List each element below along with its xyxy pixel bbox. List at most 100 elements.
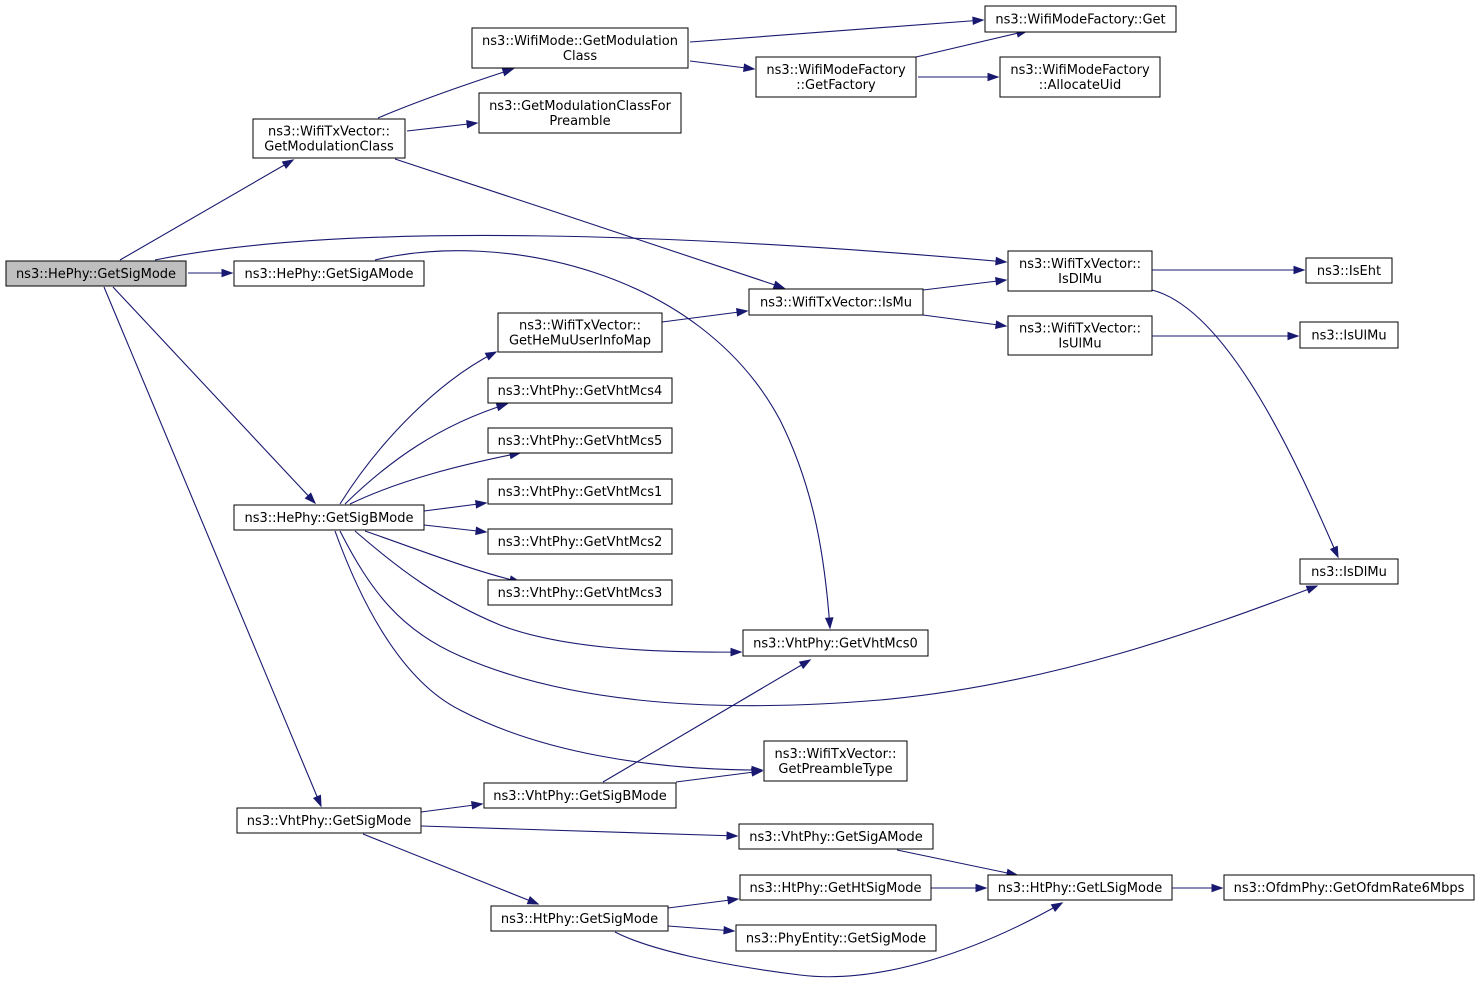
- node-label: ns3::HtPhy::GetHtSigMode: [749, 881, 921, 896]
- node-ns3-phyentity-getsigmode[interactable]: ns3::PhyEntity::GetSigMode: [735, 924, 937, 952]
- edge-ns3-hephy-getsigbmode-to-ns3-wifitxvector-gethemuuserinfomap: [339, 351, 498, 505]
- edge-line: [602, 659, 811, 783]
- edge-ns3-vhtphy-getsigmode-to-ns3-htphy-getsigmode: [362, 833, 540, 905]
- edge-ns3-vhtphy-getsigbmode-to-ns3-wifitxvector-getpreambletype: [675, 768, 764, 783]
- node-ns3-vhtphy-getvhtmcs2[interactable]: ns3::VhtPhy::GetVhtMcs2: [487, 528, 673, 555]
- node-ns3-wifitxvector-isulmu[interactable]: ns3::WifiTxVector::IsUlMu: [1007, 315, 1153, 356]
- node-ns3-wifimodefactory-allocateuid[interactable]: ns3::WifiModeFactory::AllocateUid: [999, 56, 1161, 98]
- node-box: [987, 874, 1173, 901]
- arrowhead-icon: [727, 896, 740, 905]
- node-label: ns3::OfdmPhy::GetOfdmRate6Mbps: [1234, 881, 1465, 896]
- node-label: ns3::VhtPhy::GetVhtMcs4: [498, 384, 663, 399]
- arrowhead-icon: [726, 831, 739, 840]
- arrowhead-icon: [1050, 902, 1064, 912]
- node-label: ns3::PhyEntity::GetSigMode: [746, 932, 926, 947]
- node-box: [1305, 257, 1393, 284]
- edge-line: [689, 60, 755, 70]
- node-ns3-vhtphy-getvhtmcs4[interactable]: ns3::VhtPhy::GetVhtMcs4: [487, 377, 673, 404]
- node-box: [984, 5, 1177, 33]
- node-ns3-isdlmu[interactable]: ns3::IsDlMu: [1299, 558, 1399, 585]
- node-label: ns3::IsDlMu: [1311, 565, 1387, 580]
- node-ns3-vhtphy-getvhtmcs5[interactable]: ns3::VhtPhy::GetVhtMcs5: [487, 427, 673, 454]
- node-label: ns3::IsEht: [1317, 264, 1381, 279]
- edge-ns3-hephy-getsigbmode-to-ns3-vhtphy-getvhtmcs0: [354, 530, 743, 657]
- edge-line: [915, 30, 1028, 58]
- arrowhead-icon: [281, 159, 295, 169]
- edge-line: [344, 403, 508, 505]
- node-box: [490, 905, 669, 932]
- node-ns3-vhtphy-getsigamode[interactable]: ns3::VhtPhy::GetSigAMode: [738, 823, 934, 850]
- node-ns3-htphy-getsigmode[interactable]: ns3::HtPhy::GetSigMode: [490, 905, 669, 932]
- node-box: [233, 260, 425, 287]
- node-box: [236, 807, 422, 834]
- node-label: Class: [563, 49, 597, 64]
- node-ns3-wifitxvector-getpreambletype[interactable]: ns3::WifiTxVector::GetPreambleType: [763, 740, 908, 782]
- node-ns3-hephy-getsigamode[interactable]: ns3::HePhy::GetSigAMode: [233, 260, 425, 287]
- arrowhead-icon: [312, 794, 322, 808]
- node-box: [738, 823, 934, 850]
- node-ns3-wifitxvector-gethemuuserinfomap[interactable]: ns3::WifiTxVector::GetHeMuUserInfoMap: [497, 312, 663, 353]
- edge-ns3-vhtphy-getsigmode-to-ns3-vhtphy-getsigbmode: [420, 801, 484, 813]
- node-label: GetModulationClass: [264, 140, 394, 155]
- edge-line: [112, 286, 316, 504]
- node-label: ns3::HtPhy::GetSigMode: [501, 912, 658, 927]
- edge-line: [119, 159, 294, 261]
- edge-ns3-wifitxvector-isulmu-to-ns3-isulmu: [1152, 331, 1300, 341]
- edge-ns3-htphy-getsigmode-to-ns3-htphy-getlsigmode: [614, 902, 1064, 978]
- edge-ns3-hephy-getsigbmode-to-ns3-vhtphy-getvhtmcs1: [423, 500, 488, 512]
- node-box: [999, 56, 1161, 98]
- node-label: ns3::VhtPhy::GetVhtMcs2: [498, 535, 663, 550]
- edge-ns3-hephy-getsigmode-to-ns3-vhtphy-getsigmode: [103, 286, 322, 808]
- node-ns3-vhtphy-getsigbmode[interactable]: ns3::VhtPhy::GetSigBMode: [483, 782, 677, 809]
- node-ns3-isulmu[interactable]: ns3::IsUlMu: [1299, 321, 1399, 349]
- arrowhead-icon: [987, 72, 1000, 82]
- node-ns3-hephy-getsigbmode[interactable]: ns3::HePhy::GetSigBMode: [233, 504, 425, 531]
- node-label: ns3::VhtPhy::GetVhtMcs3: [498, 586, 663, 601]
- node-box: [742, 629, 929, 657]
- node-ns3-htphy-getlsigmode[interactable]: ns3::HtPhy::GetLSigMode: [987, 874, 1173, 901]
- node-ns3-wifimodefactory-getfactory[interactable]: ns3::WifiModeFactory::GetFactory: [755, 56, 917, 98]
- edge-ns3-wifitxvector-getmodulationclass-to-ns3-getmodulationclassforpreamble: [406, 119, 479, 132]
- node-box: [487, 427, 673, 454]
- node-ns3-wifimode-getmodulationclass[interactable]: ns3::WifiMode::GetModulationClass: [471, 27, 689, 69]
- node-box: [763, 740, 908, 782]
- node-box: [1223, 874, 1475, 901]
- edge-ns3-wifitxvector-ismu-to-ns3-wifitxvector-isulmu: [922, 314, 1008, 329]
- arrowhead-icon: [995, 256, 1008, 266]
- edge-ns3-wifitxvector-isdlmu-to-ns3-isdlmu: [1151, 289, 1339, 559]
- arrowhead-icon: [824, 617, 834, 630]
- arrowhead-icon: [1305, 585, 1319, 594]
- edge-ns3-hephy-getsigmode-to-ns3-hephy-getsigamode: [188, 268, 234, 278]
- node-ns3-vhtphy-getvhtmcs0[interactable]: ns3::VhtPhy::GetVhtMcs0: [742, 629, 929, 657]
- node-ns3-wifitxvector-getmodulationclass[interactable]: ns3::WifiTxVector::GetModulationClass: [252, 118, 406, 159]
- edge-ns3-vhtphy-getsigbmode-to-ns3-vhtphy-getvhtmcs0: [602, 659, 812, 783]
- node-ns3-htphy-gethtsigmode[interactable]: ns3::HtPhy::GetHtSigMode: [739, 874, 932, 901]
- node-ns3-iseht[interactable]: ns3::IsEht: [1305, 257, 1393, 284]
- edge-line: [364, 530, 521, 583]
- node-ns3-wifitxvector-ismu[interactable]: ns3::WifiTxVector::IsMu: [748, 288, 924, 316]
- arrowhead-icon: [501, 68, 515, 77]
- node-label: ns3::WifiTxVector::IsMu: [760, 296, 912, 311]
- node-ns3-vhtphy-getvhtmcs3[interactable]: ns3::VhtPhy::GetVhtMcs3: [487, 579, 673, 606]
- edge-ns3-hephy-getsigmode-to-ns3-wifitxvector-getmodulationclass: [119, 159, 295, 261]
- node-label: ns3::WifiTxVector::: [1019, 322, 1141, 337]
- edge-ns3-wifimodefactory-getfactory-to-ns3-wifimodefactory-allocateuid: [918, 72, 1000, 82]
- edge-layer: [103, 16, 1339, 978]
- arrowhead-icon: [526, 896, 540, 905]
- node-ns3-hephy-getsigmode[interactable]: ns3::HePhy::GetSigMode: [5, 260, 187, 287]
- node-label: ns3::VhtPhy::GetSigAMode: [749, 830, 922, 845]
- node-ns3-ofdmphy-getofdmrate6mbps[interactable]: ns3::OfdmPhy::GetOfdmRate6Mbps: [1223, 874, 1475, 901]
- edge-line: [922, 314, 1007, 327]
- node-ns3-wifitxvector-isdlmu[interactable]: ns3::WifiTxVector::IsDlMu: [1007, 250, 1153, 292]
- arrowhead-icon: [772, 280, 786, 289]
- node-ns3-vhtphy-getvhtmcs1[interactable]: ns3::VhtPhy::GetVhtMcs1: [487, 478, 673, 505]
- node-label: ns3::VhtPhy::GetVhtMcs1: [498, 485, 663, 500]
- node-box: [5, 260, 187, 287]
- node-label: ns3::WifiTxVector::: [268, 125, 390, 140]
- node-ns3-wifimodefactory-get[interactable]: ns3::WifiModeFactory::Get: [984, 5, 1177, 33]
- node-label: ns3::WifiMode::GetModulation: [482, 34, 678, 49]
- node-ns3-vhtphy-getsigmode[interactable]: ns3::VhtPhy::GetSigMode: [236, 807, 422, 834]
- node-label: GetPreambleType: [778, 762, 892, 777]
